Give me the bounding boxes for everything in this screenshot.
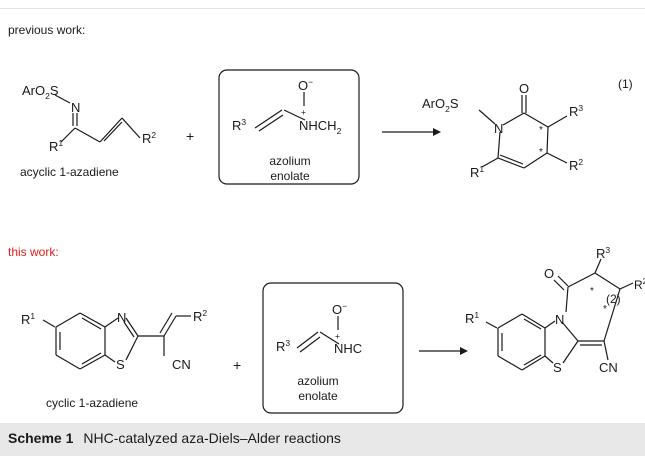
plus-charge-1: + xyxy=(301,107,306,117)
plus-sign-2: + xyxy=(233,357,242,373)
equation-2-number: (2) xyxy=(606,292,621,306)
acyclic-azadiene-label: acyclic 1-azadiene xyxy=(20,165,119,179)
thiazole-s-label: S xyxy=(116,357,125,372)
nhch2-label: NHCH2 xyxy=(299,118,342,136)
caption-label: Scheme 1 xyxy=(8,430,74,446)
this-work-label: this work: xyxy=(8,245,59,259)
r3-label-box1: R3 xyxy=(232,117,246,133)
r2-label-1: R2 xyxy=(142,130,156,146)
r2-label-product1: R2 xyxy=(569,157,583,173)
carbonyl-o-label-1: O xyxy=(519,81,529,96)
carbonyl-o-label-2: O xyxy=(544,266,554,281)
r1-label-product1: R1 xyxy=(470,164,484,180)
cn-label-product2: CN xyxy=(599,360,618,375)
plus-sign-1: + xyxy=(186,128,195,144)
r3-label-product2: R3 xyxy=(596,245,610,261)
cyclic-azadiene-label: cyclic 1-azadiene xyxy=(46,396,139,410)
aro2s-label-2: ArO2S xyxy=(422,96,459,114)
stereocenter-star-2b: * xyxy=(603,304,607,315)
arrowhead-1 xyxy=(433,128,441,136)
o-minus-label-1: O− xyxy=(298,77,313,93)
stereocenter-star-2a: * xyxy=(590,286,594,297)
r1-label-2: R1 xyxy=(21,311,35,327)
r1-label-1: R1 xyxy=(49,138,63,154)
equation-1-number: (1) xyxy=(618,77,633,91)
stereocenter-star-1b: * xyxy=(539,147,543,158)
ring-n-label-1: N xyxy=(494,121,503,136)
previous-work-label: previous work: xyxy=(8,23,86,37)
imine-n-label: N xyxy=(71,100,80,115)
ring-s-label-2: S xyxy=(553,360,562,375)
nhc-label: NHC xyxy=(334,341,362,356)
plus-charge-2: + xyxy=(335,331,340,341)
caption-text: NHC-catalyzed aza-Diels–Alder reactions xyxy=(83,430,341,446)
scheme-panel xyxy=(0,8,645,423)
r2-label-product2: R2 xyxy=(634,276,645,292)
o-minus-label-2: O− xyxy=(332,301,347,317)
aro2s-label-1: ArO2S xyxy=(22,83,59,101)
r3-label-box2: R3 xyxy=(276,338,290,354)
cn-label-2: CN xyxy=(172,357,191,372)
r1-label-product2: R1 xyxy=(465,310,479,326)
arrowhead-2 xyxy=(460,347,468,355)
r2-label-2: R2 xyxy=(193,308,207,324)
ring-n-label-2: N xyxy=(555,312,564,327)
stereocenter-star-1a: * xyxy=(539,125,543,136)
thiazole-n-label: N xyxy=(117,310,126,325)
scheme-caption: Scheme 1 NHC-catalyzed aza-Diels–Alder re… xyxy=(0,423,645,456)
r3-label-product1: R3 xyxy=(569,103,583,119)
